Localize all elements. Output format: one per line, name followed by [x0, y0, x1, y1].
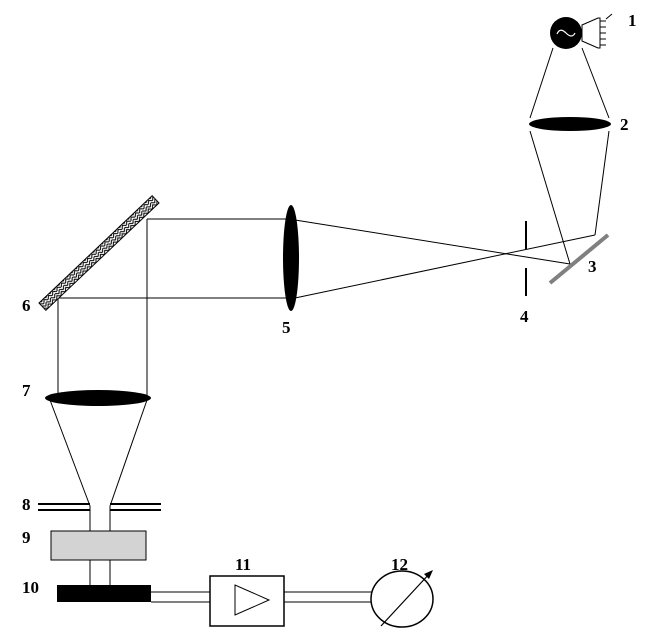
light-bulb-icon [550, 13, 613, 49]
signal-cables [151, 591, 372, 603]
label-11: 11 [235, 555, 251, 574]
label-3: 3 [588, 257, 597, 276]
condenser-lens [529, 117, 611, 131]
label-7: 7 [22, 381, 31, 400]
label-8: 8 [22, 495, 31, 514]
reflecting-mirror [38, 194, 160, 312]
amplifier-triangle-icon [209, 575, 285, 627]
focusing-lens [45, 390, 151, 406]
label-12: 12 [391, 555, 408, 574]
label-2: 2 [620, 115, 629, 134]
photodetector [57, 585, 151, 602]
label-1: 1 [628, 11, 637, 30]
label-5: 5 [282, 318, 291, 337]
gauge-meter-icon [370, 570, 434, 628]
label-9: 9 [22, 528, 31, 547]
rays-splitter-to-lens5 [294, 219, 596, 299]
rays-lens7-to-slit [49, 399, 148, 507]
beam-splitter [548, 233, 610, 285]
rays-source-to-lens [529, 47, 610, 119]
sample-cell [50, 530, 147, 561]
label-10: 10 [22, 578, 39, 597]
rays-lens5-to-mirror [58, 218, 287, 299]
rays-mirror-to-lens7 [57, 219, 148, 398]
objective-lens [283, 205, 299, 311]
slit [38, 503, 161, 511]
label-4: 4 [520, 307, 529, 326]
label-6: 6 [22, 296, 31, 315]
